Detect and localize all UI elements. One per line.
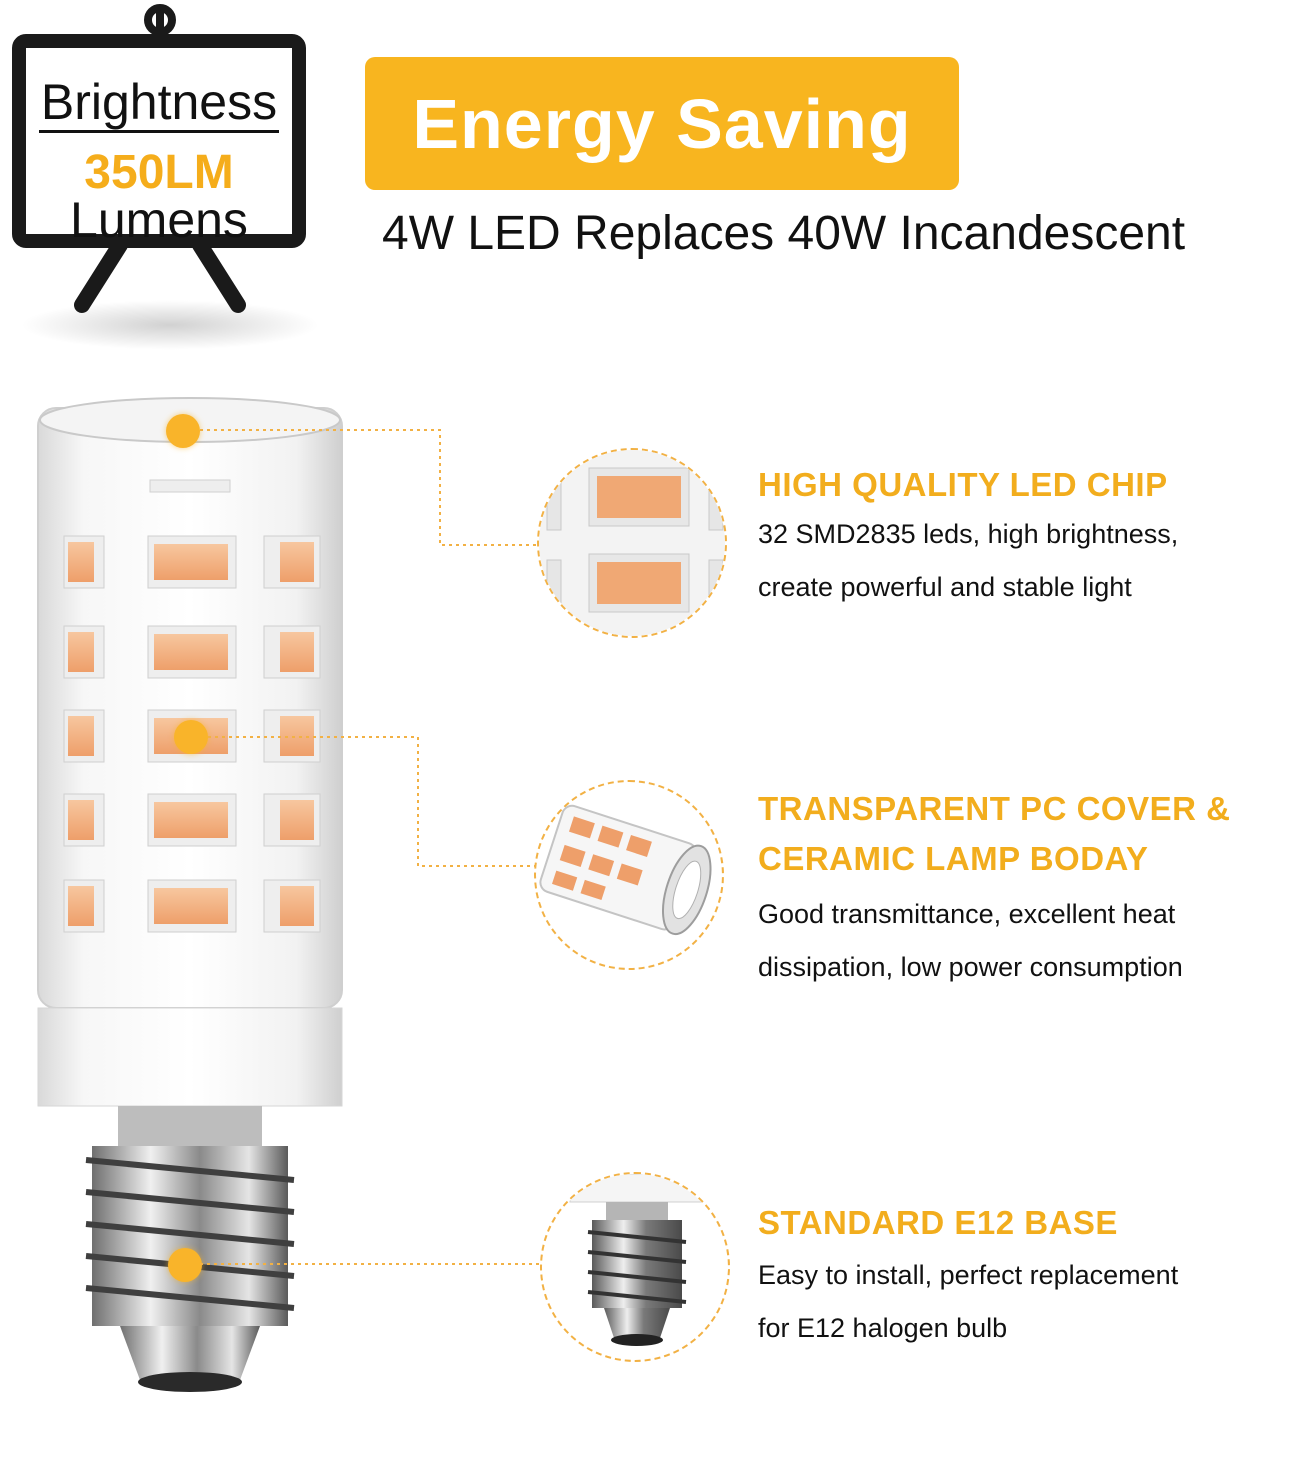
feature-led-chip-title: HIGH QUALITY LED CHIP bbox=[758, 466, 1168, 503]
brightness-board: Brightness 350LM Lumens bbox=[12, 34, 306, 248]
callout-dot-top bbox=[166, 414, 200, 448]
brightness-value: 350LM bbox=[84, 146, 234, 199]
feature-led-chip-desc-line2: create powerful and stable light bbox=[758, 572, 1132, 602]
energy-saving-label: Energy Saving bbox=[412, 84, 912, 163]
callout-dot-base bbox=[168, 1248, 202, 1282]
feature-pc-cover-desc-line2: dissipation, low power consumption bbox=[758, 952, 1183, 982]
brightness-title: Brightness bbox=[26, 74, 292, 133]
feature-e12-base-desc-line1: Easy to install, perfect replacement bbox=[758, 1260, 1179, 1290]
energy-saving-badge: Energy Saving bbox=[365, 57, 959, 190]
feature-e12-base-title: STANDARD E12 BASE bbox=[758, 1204, 1118, 1241]
easel-icon bbox=[74, 4, 246, 313]
energy-subtitle: 4W LED Replaces 40W Incandescent bbox=[382, 207, 1186, 260]
feature-led-chip-desc-line1: 32 SMD2835 leds, high brightness, bbox=[758, 519, 1179, 549]
led-chip-thumbnail bbox=[537, 448, 727, 638]
feature-e12-base-desc-line2: for E12 halogen bulb bbox=[758, 1313, 1008, 1343]
board-shadow bbox=[20, 300, 320, 350]
brightness-unit: Lumens bbox=[70, 192, 248, 248]
feature-pc-cover-title-line1: TRANSPARENT PC COVER & bbox=[758, 790, 1231, 827]
feature-pc-cover-desc-line1: Good transmittance, excellent heat bbox=[758, 899, 1176, 929]
pc-cover-thumbnail bbox=[534, 780, 724, 970]
e12-base-thumbnail bbox=[540, 1172, 730, 1362]
callout-dot-middle bbox=[174, 720, 208, 754]
feature-pc-cover-title-line2: CERAMIC LAMP BODAY bbox=[758, 840, 1149, 877]
